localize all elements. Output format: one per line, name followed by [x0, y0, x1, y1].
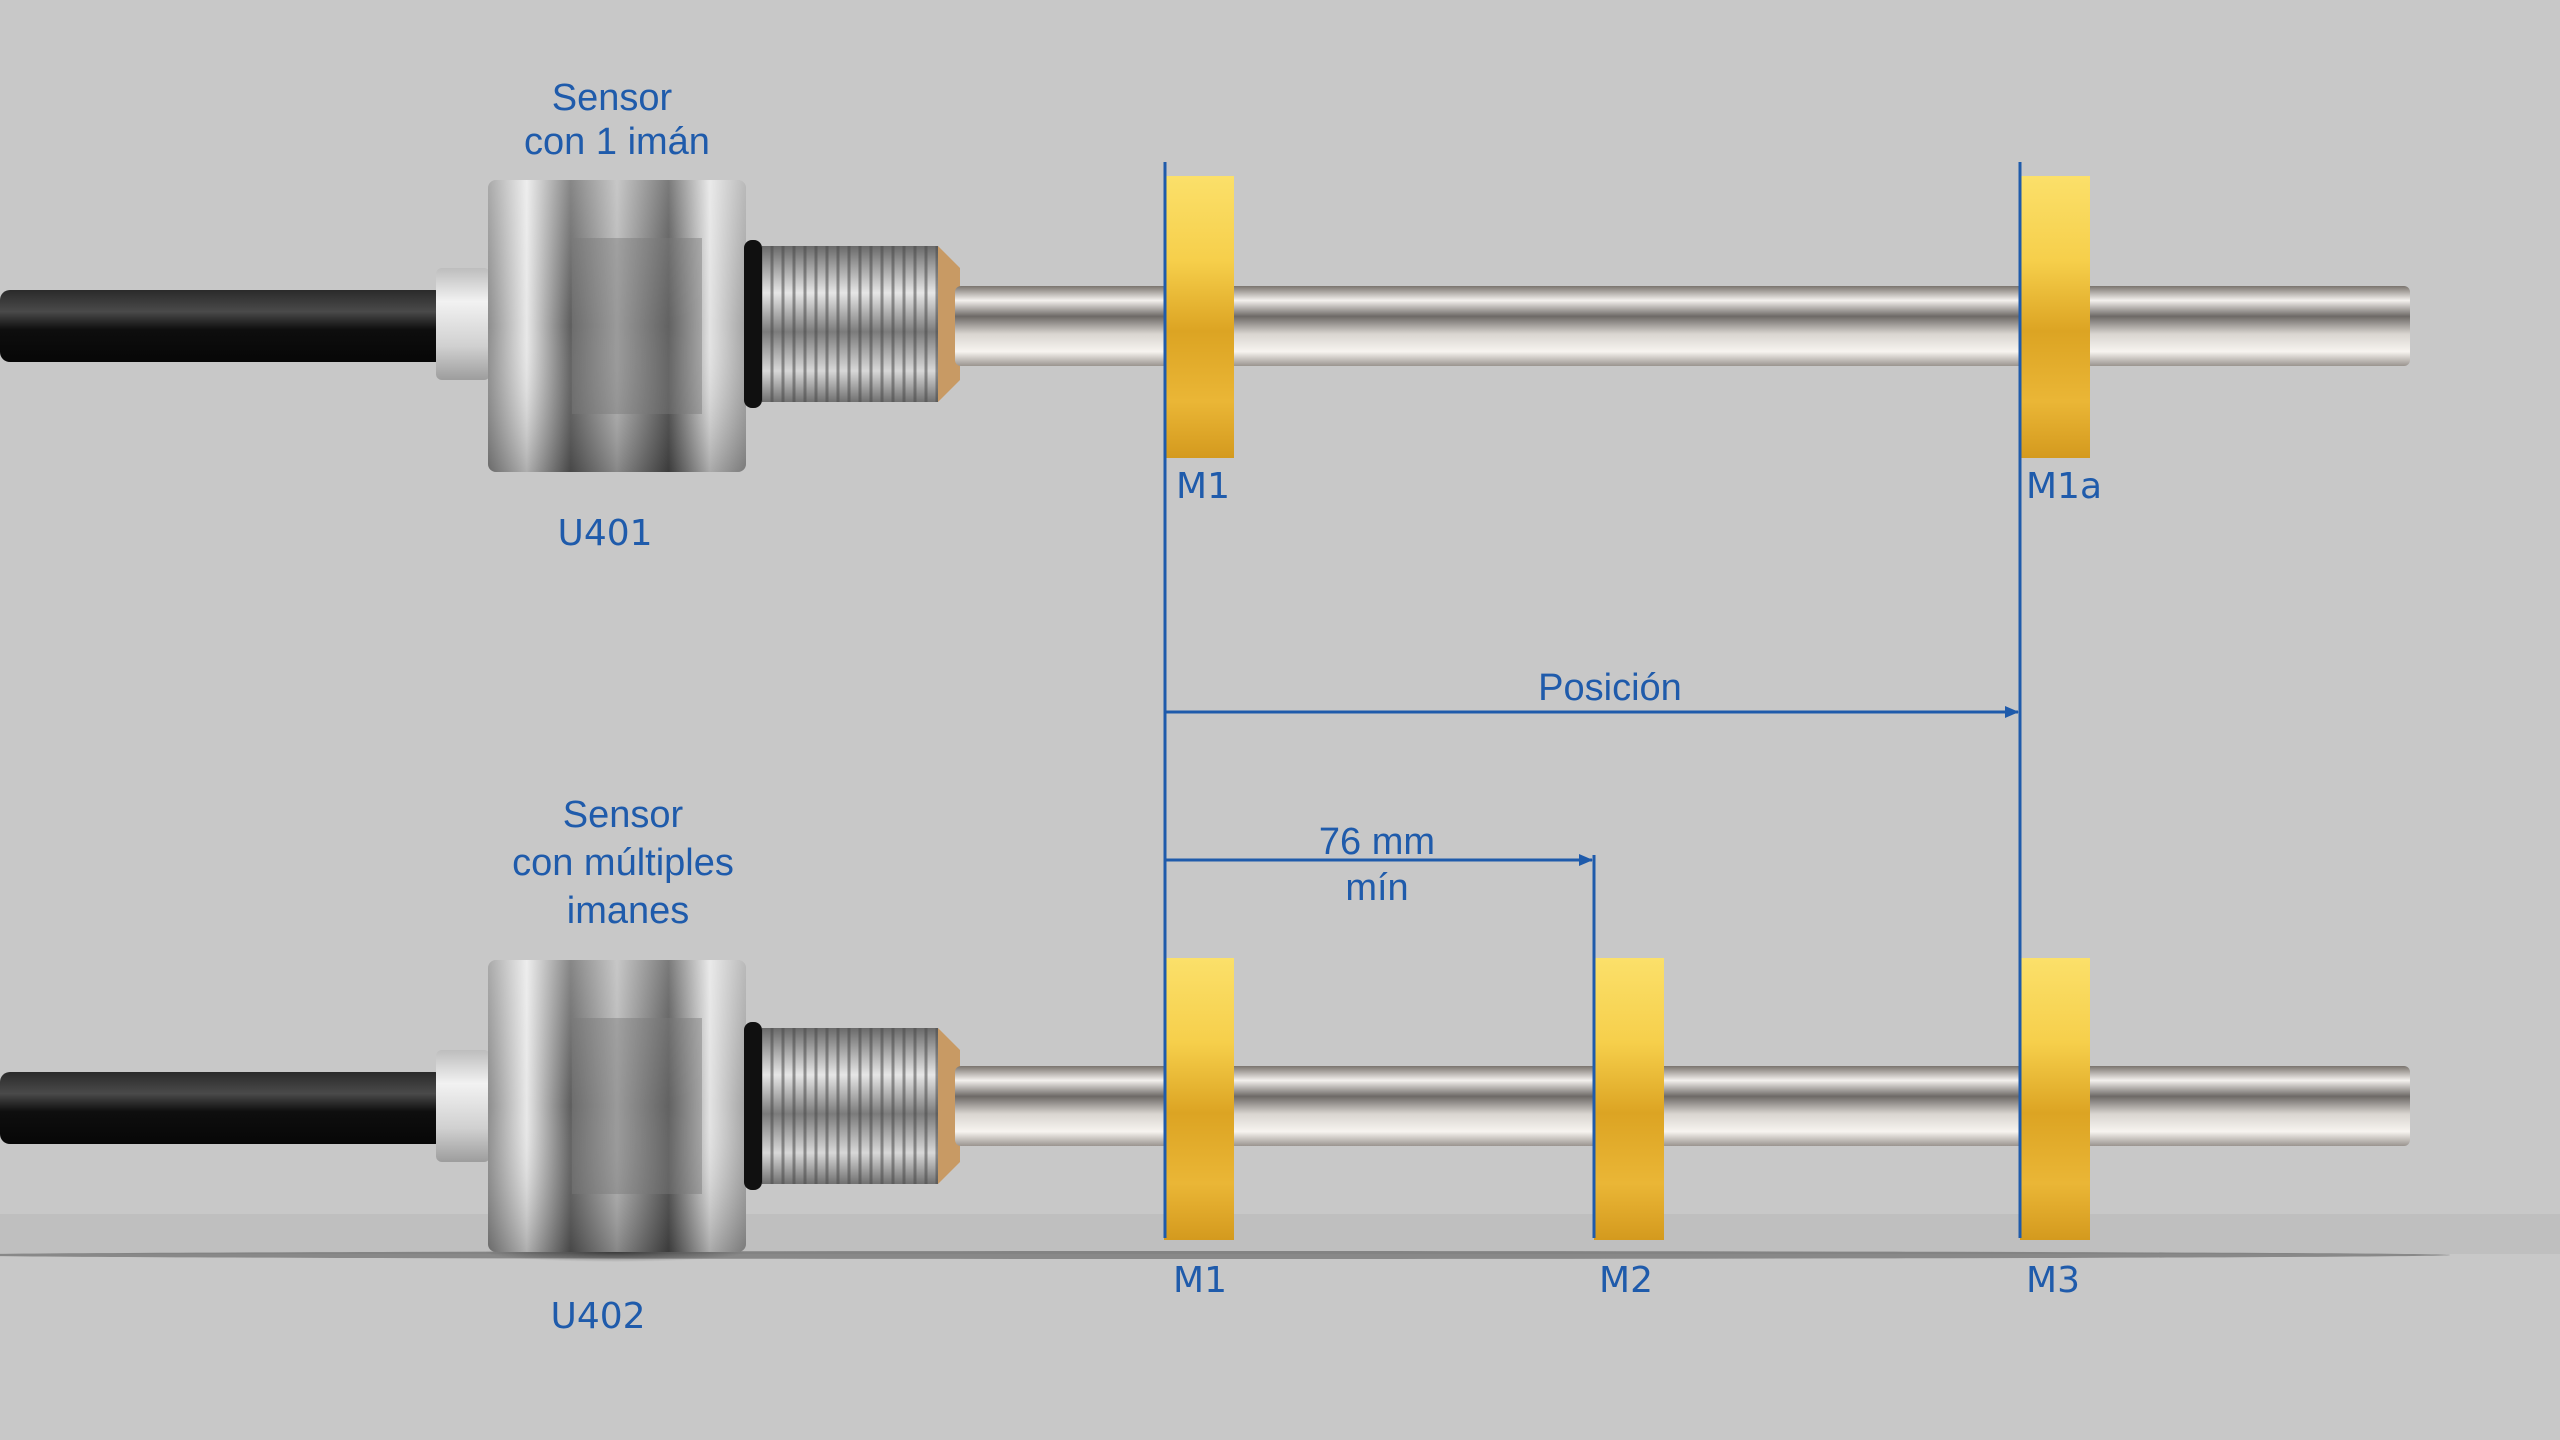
position-label: Posición: [1538, 667, 1682, 709]
magnet-label-m1-top: M1: [1176, 466, 1230, 507]
sensor-u402-title-line2: con múltiples: [512, 842, 734, 884]
o-ring: [744, 240, 762, 408]
thread-section: [762, 246, 960, 402]
dimension-lines: [1163, 162, 2022, 1238]
magnet-m1-bottom: [1164, 958, 1234, 1240]
floor-shadow: [0, 1214, 2560, 1262]
part-number-u402: U402: [550, 1296, 645, 1337]
cable-gland: [436, 1050, 490, 1162]
o-ring: [744, 1022, 762, 1190]
part-number-u401: U401: [557, 513, 652, 554]
magnet-m1a-top: [2020, 176, 2090, 458]
sensor-u401-title-line1: Sensor: [552, 77, 673, 119]
magnets-bottom: [1164, 958, 2090, 1240]
cable: [0, 1072, 445, 1144]
magnet-m2-bottom: [1594, 958, 1664, 1240]
min-spacing-label-line1: 76 mm: [1319, 821, 1435, 863]
magnets-top: [1164, 176, 2090, 458]
sensor-housing: [488, 960, 746, 1252]
sensor-u402-title-line1: Sensor: [563, 794, 684, 836]
thread-section: [762, 1028, 960, 1184]
cable-gland: [436, 268, 490, 380]
magnet-label-m1-bottom: M1: [1173, 1260, 1227, 1301]
sensor-housing: [488, 180, 746, 472]
magnet-m3-bottom: [2020, 958, 2090, 1240]
sensor-u402-title-line3: imanes: [567, 890, 690, 932]
magnet-label-m1a-top: M1a: [2026, 466, 2102, 507]
sensor-u401-title-line2: con 1 imán: [524, 121, 710, 163]
magnet-label-m2-bottom: M2: [1599, 1260, 1653, 1301]
magnet-m1-top: [1164, 176, 1234, 458]
magnet-label-m3-bottom: M3: [2026, 1260, 2080, 1301]
cable: [0, 290, 445, 362]
min-spacing-label-line2: mín: [1345, 867, 1408, 909]
